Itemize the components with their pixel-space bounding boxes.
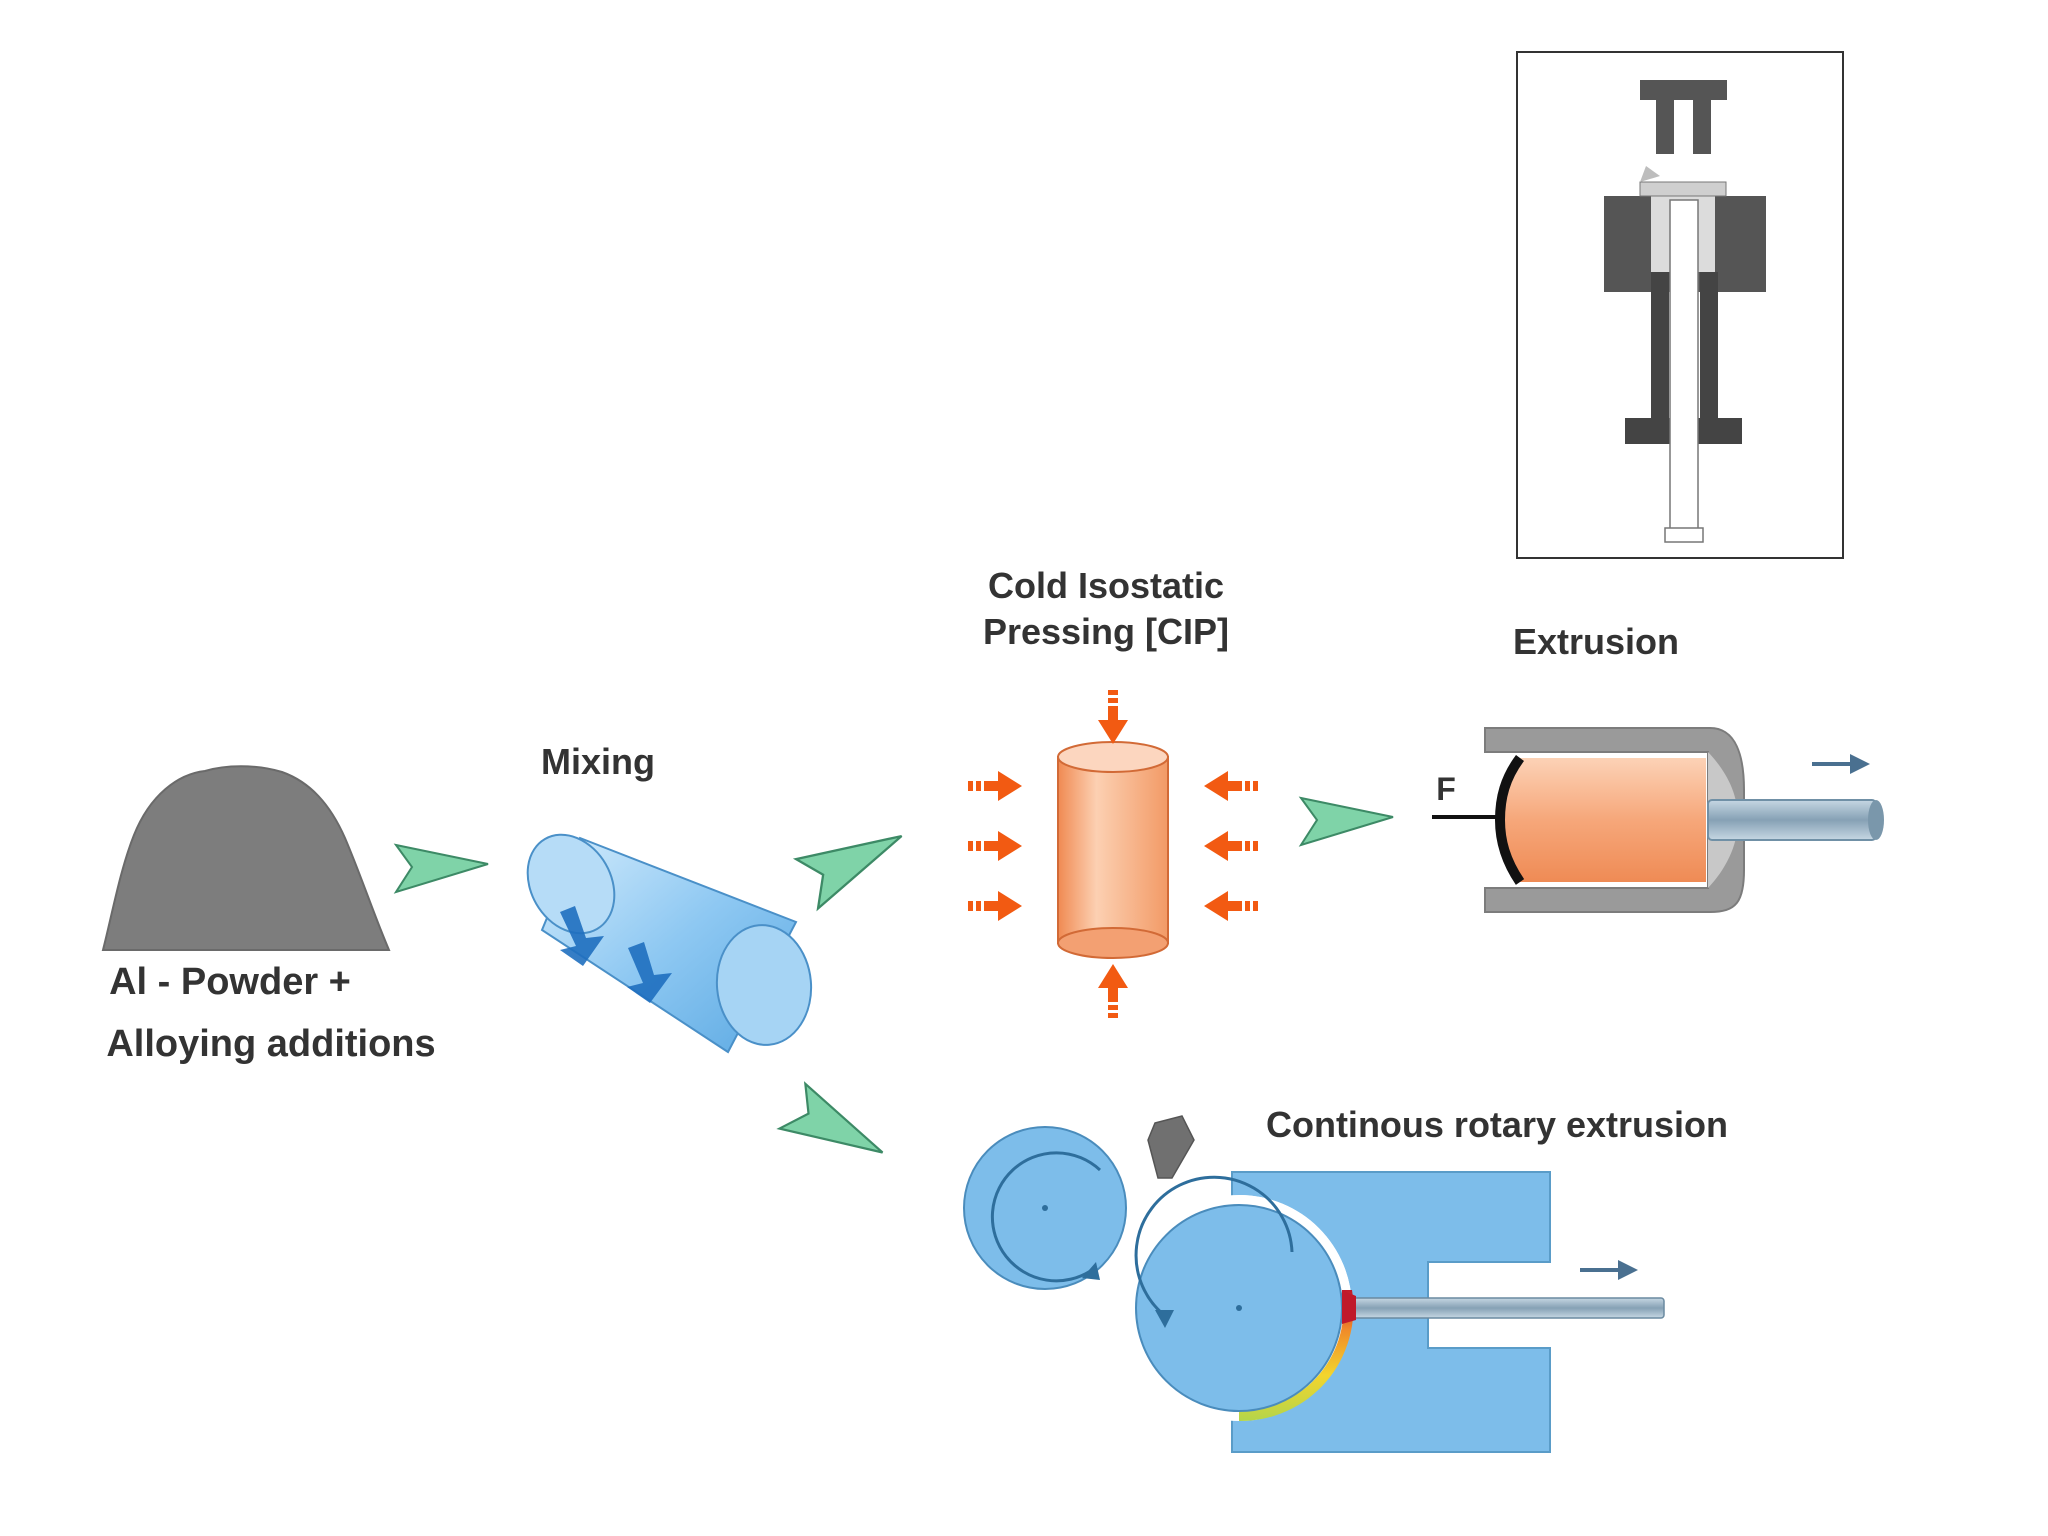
force-label: F <box>1436 771 1456 807</box>
powder-heap-icon <box>101 765 391 951</box>
flow-arrow-to-extrusion <box>1300 797 1394 846</box>
output-arrow-icon <box>1812 754 1870 774</box>
cip-cylinder-icon <box>1057 741 1169 959</box>
cip-label-line2: Pressing [CIP] <box>983 611 1229 652</box>
mixing-drum-icon <box>526 833 813 1054</box>
mixing-label: Mixing <box>541 741 655 782</box>
extrusion-press-icon <box>1432 727 1884 913</box>
flow-arrow-to-mixing <box>395 844 489 893</box>
flow-arrow-to-rotary <box>778 1082 895 1181</box>
rotary-extrusion-icon <box>963 1115 1665 1453</box>
hydraulic-press-icon <box>1516 51 1844 559</box>
powder-label-line2: Alloying additions <box>106 1023 435 1065</box>
cip-label-line1: Cold Isostatic <box>988 565 1224 606</box>
powder-label-line1: Al - Powder + <box>109 961 351 1003</box>
rotary-output-arrow-icon <box>1580 1260 1638 1280</box>
flow-arrow-to-cip <box>794 814 916 910</box>
rotary-label: Continous rotary extrusion <box>1266 1104 1728 1145</box>
extrusion-label: Extrusion <box>1513 621 1679 662</box>
